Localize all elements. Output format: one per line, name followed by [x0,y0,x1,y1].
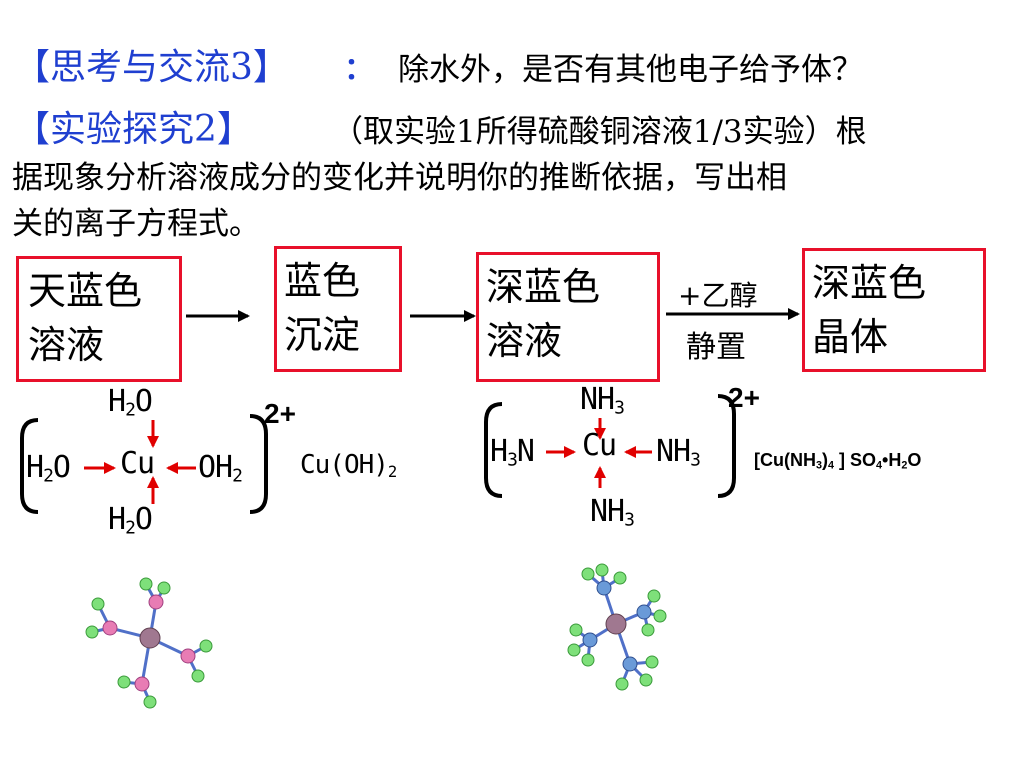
complex2-right-bracket [717,394,736,498]
complex1-ligand-top: H2O [108,384,153,421]
complex2-center-atom: Cu [582,428,617,463]
molecule-aqua-complex [85,577,213,709]
complex2-ligand-left: H3N [490,434,535,471]
box-blue-precipitate [274,246,402,372]
box-deep-blue-solution [476,252,660,382]
complex2-ligand-top: NH3 [580,382,625,419]
box-blue-precipitate-line2: 沉淀 [284,313,361,357]
complex2-ligand-bottom: NH3 [590,494,635,531]
complex1-charge: 2+ [264,398,296,429]
question-2-text-line2: 据现象分析溶液成分的变化并说明你的推断依据，写出相 [12,160,787,196]
arrow-label-stand: 静置 [686,330,746,365]
complex1-ligand-left: H2O [26,450,71,487]
complex2-left-bracket [484,402,503,498]
complex2-charge: 2+ [728,382,760,413]
box-sky-blue-solution-line1: 天蓝色 [28,269,143,313]
complex1-ligand-right: OH2 [198,450,243,487]
complex1-right-bracket [249,414,268,514]
complex1-ligand-bottom: H2O [108,502,153,539]
question-2-label: 【实验探究2】 [14,109,253,150]
box-deep-blue-solution-line1: 深蓝色 [486,265,601,309]
box-deep-blue-crystal-line2: 晶体 [812,315,889,359]
box-sky-blue-solution-line2: 溶液 [28,323,105,367]
complex1-left-bracket [20,418,39,514]
box-deep-blue-crystal-line1: 深蓝色 [812,261,927,305]
box-blue-precipitate-line1: 蓝色 [284,259,361,303]
question-2-text-line3: 关的离子方程式。 [12,206,260,242]
box-sky-blue-solution [16,256,182,382]
question-1-text: 除水外，是否有其他电子给予体？ [398,52,863,88]
question-1-label: 【思考与交流3】 [14,47,289,88]
question-2-text-line1: （取实验1所得硫酸铜溶液1/3实验）根 [332,114,867,150]
crystal-formula: [Cu(NH3)4 ] SO4•H2O [754,450,922,472]
box-deep-blue-solution-line2: 溶液 [486,319,563,363]
precipitate-formula: Cu(OH)2 [300,450,397,481]
question-1-colon: ： [344,52,374,87]
complex2-ligand-right: NH3 [656,434,701,471]
complex1-center-atom: Cu [120,446,155,481]
box-deep-blue-crystal [802,248,986,372]
arrow-label-add-ethanol: +乙醇 [678,279,758,312]
molecule-ammine-complex [567,563,667,691]
